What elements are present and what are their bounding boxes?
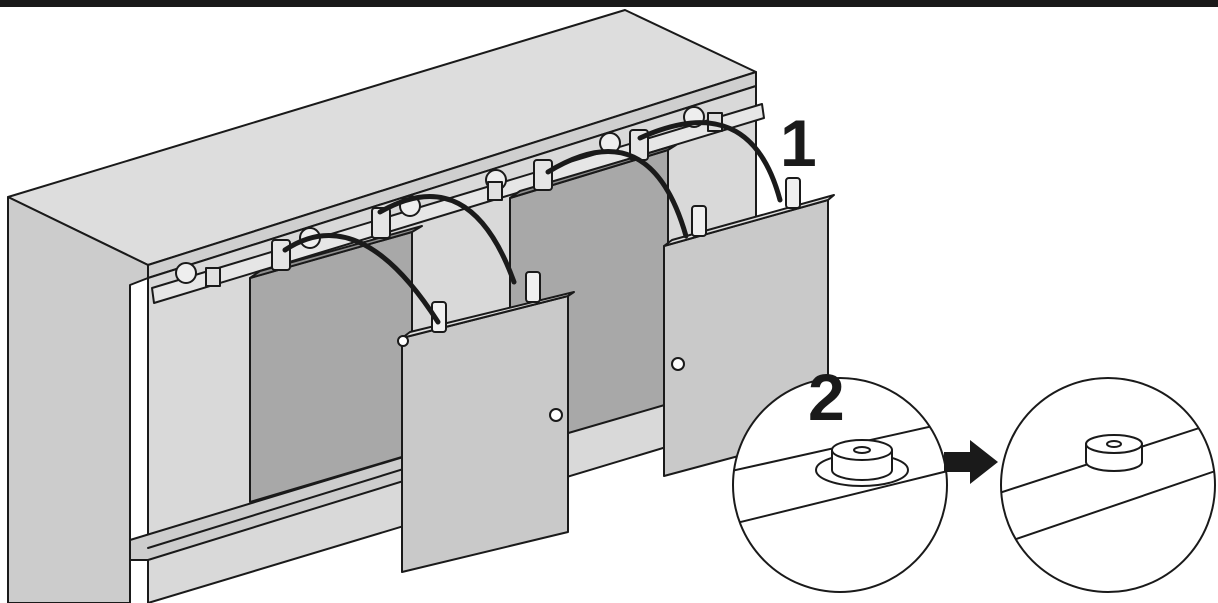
detail-callout-before (732, 377, 948, 593)
step-label-2: 2 (808, 360, 845, 434)
door-knob (671, 357, 685, 371)
door-roller-bracket (785, 177, 801, 209)
detail-callout-after (1000, 377, 1216, 593)
door-knob (549, 408, 563, 422)
lift-arcs (282, 120, 783, 325)
top-border-bar (0, 0, 1218, 7)
roller-bracket (533, 159, 553, 191)
rail-stopper-1 (205, 267, 221, 287)
arc-door-2-a (545, 149, 689, 239)
door-roller-bracket (525, 271, 541, 303)
door-knob-back (397, 335, 409, 347)
arc-door-1-a (282, 233, 441, 325)
arc-door-1-b (377, 194, 517, 285)
arc-door-2-b (637, 120, 783, 203)
door-panel (401, 295, 569, 573)
mounted-door-left (249, 207, 423, 503)
rail-stopper-2 (487, 181, 503, 201)
roller-bracket (371, 207, 391, 239)
door-panel (249, 231, 413, 503)
transition-arrow (944, 440, 998, 484)
detail-circle-after (1001, 378, 1215, 592)
step-label-1: 1 (780, 106, 817, 180)
hanging-door-left (397, 271, 575, 573)
roller-bracket (271, 239, 291, 271)
rail-standoff-1 (175, 262, 197, 284)
door-roller-bracket (691, 205, 707, 237)
cabinet-side-panel (7, 196, 149, 603)
